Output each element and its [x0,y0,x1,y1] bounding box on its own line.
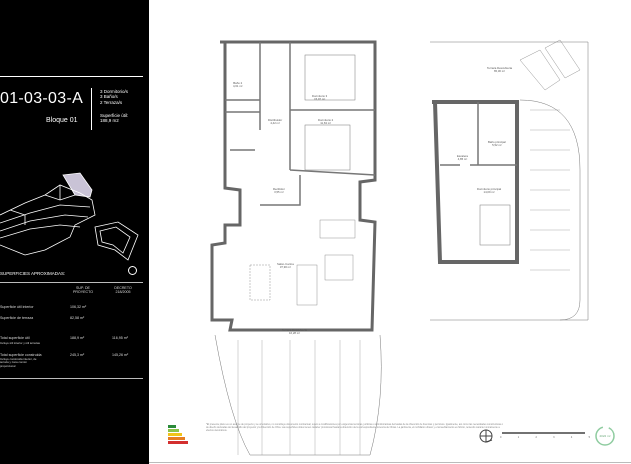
row-decreto: 116,95 m² [112,336,128,340]
scale-tick: 1 [517,436,520,439]
scale-ticks: 0 1 2 3 4 5 [500,436,590,439]
row-note: Incluye útil interior y útil terrazas [0,341,40,345]
row-label: Superficie de terraza [0,316,34,320]
divider [149,462,631,463]
badge-text: 2022 m² [599,434,611,438]
column-header: SUP. DE PROYECTO [72,286,94,295]
scale-tick: 3 [553,436,555,439]
energy-label-icon [168,425,188,444]
block-name: Bloque 01 [46,117,78,124]
row-note: Incluye construida interior, de terraza … [0,357,37,368]
feature-bedrooms: 3 Dormitorio/s [100,89,129,94]
divider [0,76,143,77]
column-header: DECRETO 218/2005 [114,286,132,295]
surfaces-title: SUPERFICIES APROXIMADAS: [0,271,66,276]
scale-tick: 5 [588,436,590,439]
divider [0,378,143,379]
info-panel: 01-03-03-A Bloque 01 3 Dormitorio/s 3 Ba… [0,0,149,464]
north-arrow-icon [479,429,493,443]
row-proyecto: 106,32 m² [70,305,87,309]
row-proyecto: 245,3 m² [70,353,85,357]
row-proyecto: 188,9 m² [70,336,85,340]
disclaimer: *El presente plano es un avance de proye… [206,423,503,433]
row-label: Superficie útil interior [0,305,34,309]
scale-tick: 0 [500,436,502,439]
feature-terraces: 2 Terraza/s [100,99,123,105]
building-axonometric [0,172,139,261]
row-decreto: 145,26 m² [112,353,129,357]
unit-code: 01-03-03-A [0,90,84,107]
row-proyecto: 82,58 m² [70,316,85,320]
divider [91,88,92,130]
certification-badge-icon [595,426,615,446]
useful-area-value: 188,9 m2 [100,118,119,124]
divider [0,282,143,283]
scale-tick: 2 [535,436,537,439]
lower-floor-plan [210,40,382,456]
row-label: Total superficie útil [0,336,30,340]
useful-area: Superficie útil: 188,9 m2 [100,113,128,124]
useful-area-label: Superficie útil: [100,113,129,118]
row-label: Total superficie construida [0,353,42,357]
feature-bathrooms: 3 Baño/s [100,94,118,100]
features: 3 Dormitorio/s 3 Baño/s 2 Terraza/s [100,89,128,105]
scale-tick: 4 [570,436,573,439]
orientation-icon [128,266,137,275]
upper-floor-plan [430,39,589,321]
